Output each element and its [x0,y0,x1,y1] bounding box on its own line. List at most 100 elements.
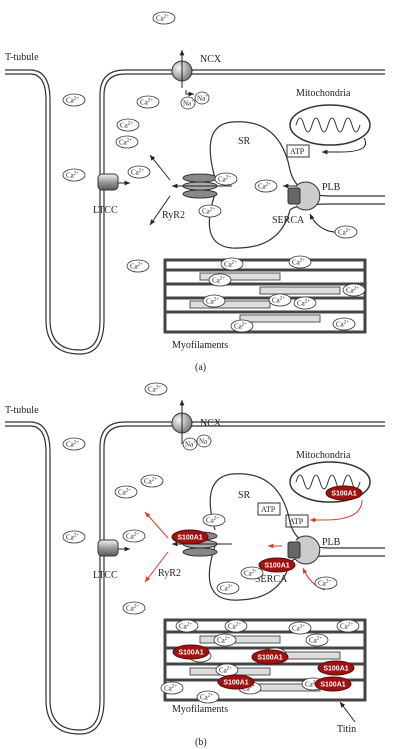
sarcolemma-membrane-b [5,421,385,735]
calcium-ion: Ca2+ [288,255,312,269]
atp-box-b1 [257,502,281,516]
calcium-ion: Ca2+ [198,204,222,218]
atp-label-b1: ATP [261,505,276,514]
plb-label-b: PLB [322,537,341,548]
ncx-label: NCX [200,54,222,65]
calcium-ion: Ca2+ [196,690,220,704]
ncx-exchanger [171,50,194,97]
calcium-ion-label: Ca2+ [297,300,310,308]
calcium-ion: Ca2+ [160,681,184,695]
calcium-ion-label: Ca2+ [219,667,232,675]
titin-label: Titin [337,724,356,735]
calcium-ion-label: Ca2+ [242,685,255,693]
calcium-ion: Ca2+ [336,619,360,633]
s100a1-label: S100A1 [323,666,348,673]
plb-label: PLB [322,182,341,193]
calcium-ion: Ca2+ [220,257,244,271]
sodium-ion: Na+ [196,434,212,448]
calcium-ion: Ca2+ [334,225,358,239]
mito-label: Mitochondria [296,88,351,99]
myofilament-lattice [163,258,367,334]
ttubule-label-b: T-tubule [5,405,39,416]
calcium-ion: Ca2+ [152,11,176,25]
calcium-ion-label: Ca2+ [224,261,237,269]
calcium-ion-label: Ca2+ [272,297,285,305]
calcium-ion: Ca2+ [213,633,237,647]
ryr2-label-b: RyR2 [158,568,181,579]
calcium-ion-label: Ca2+ [218,176,231,184]
ion-layer: Ca2+ Ca2+ Ca2+ Ca2+ Ca2+ Ca2+ Ca2+ Ca2+ Ca2+ Ca2+… [62,11,366,704]
calcium-ion: Ca2+ [293,296,317,310]
s100a1-badge: S100A1 [325,485,363,501]
calcium-ion: Ca2+ [116,118,140,132]
calcium-ion-label: Ca2+ [148,386,161,394]
calcium-ion-label: Ca2+ [140,99,153,107]
calcium-ion-label: Ca2+ [258,183,271,191]
calcium-ion-label: Ca2+ [346,287,359,295]
calcium-ion: Ca2+ [288,621,312,635]
atp-box [286,144,310,158]
calcium-ion-label: Ca2+ [202,208,215,216]
sarcolemma-membrane [5,69,385,355]
ryr2-channel [149,154,232,226]
sr-label-b: SR [238,490,251,501]
calcium-ion: Ca2+ [314,576,338,590]
calcium-ion: Ca2+ [62,530,86,544]
calcium-ion-label: Ca2+ [206,298,219,306]
calcium-ion-label: Ca2+ [66,441,79,449]
serca-label-b: SERCA [255,574,288,585]
ltcc-label-b: LTCC [93,570,118,581]
calcium-ion: Ca2+ [230,319,254,333]
s100a1-layer: S100A1S100A1S100A1S100A1S100A1S100A1S100… [171,485,363,692]
calcium-ion-label: Ca2+ [309,637,322,645]
calcium-ion: Ca2+ [62,168,86,182]
sodium-ion-label: Na+ [197,95,208,103]
calcium-ion: Ca2+ [240,566,264,580]
s100a1-label: S100A1 [320,682,345,689]
calcium-ion: Ca2+ [214,172,238,186]
calcium-ion: Ca2+ [216,581,240,595]
s100a1-badge: S100A1 [217,674,255,690]
myo-label-b: Myofilaments [172,704,228,715]
calcium-ion-label: Ca2+ [292,625,305,633]
serca-pump-b [268,535,326,591]
calcium-ion: Ca2+ [140,474,164,488]
ltcc-channel [97,173,130,191]
ltcc-channel-b [97,539,130,557]
sodium-ion: Na+ [180,96,196,110]
calcium-ion: Ca2+ [136,95,160,109]
calcium-ion: Ca2+ [126,259,150,273]
sodium-ion: Na+ [182,437,198,451]
calcium-ion-label: Ca2+ [244,570,257,578]
s100a1-badge: S100A1 [258,557,296,573]
calcium-ion-label: Ca2+ [318,580,331,588]
calcium-ion-label: Ca2+ [220,585,233,593]
calcium-ion-label: Ca2+ [66,97,79,105]
calcium-ion: Ca2+ [215,663,239,677]
calcium-ion-label: Ca2+ [200,694,213,702]
calcium-ion-label: Ca2+ [156,15,169,23]
calcium-ion-label: Ca2+ [66,172,79,180]
atp-box-b2 [285,514,309,528]
calcium-ion-label: Ca2+ [164,685,177,693]
mito-label-b: Mitochondria [296,450,351,461]
calcium-ion-label: Ca2+ [338,229,351,237]
caption-b: (b) [195,737,207,748]
calcium-ion-label: Ca2+ [118,489,131,497]
s100a1-badge: S100A1 [314,676,352,692]
ttubule-label: T-tubule [5,52,39,63]
calcium-ion: Ca2+ [127,165,151,179]
sodium-ion-label: Na+ [185,441,196,449]
calcium-ion-label: Ca2+ [212,277,225,285]
mitochondria [289,104,371,155]
s100a1-label: S100A1 [223,680,248,687]
s100a1-badge: S100A1 [251,649,289,665]
calcium-ion-label: Ca2+ [126,605,139,613]
serca-label: SERCA [272,215,305,226]
s100a1-label: S100A1 [331,491,356,498]
calcium-ion-label: Ca2+ [336,321,349,329]
calcium-ion-label: Ca2+ [292,259,305,267]
atp-label: ATP [290,147,305,156]
calcium-ion: Ca2+ [342,283,366,297]
